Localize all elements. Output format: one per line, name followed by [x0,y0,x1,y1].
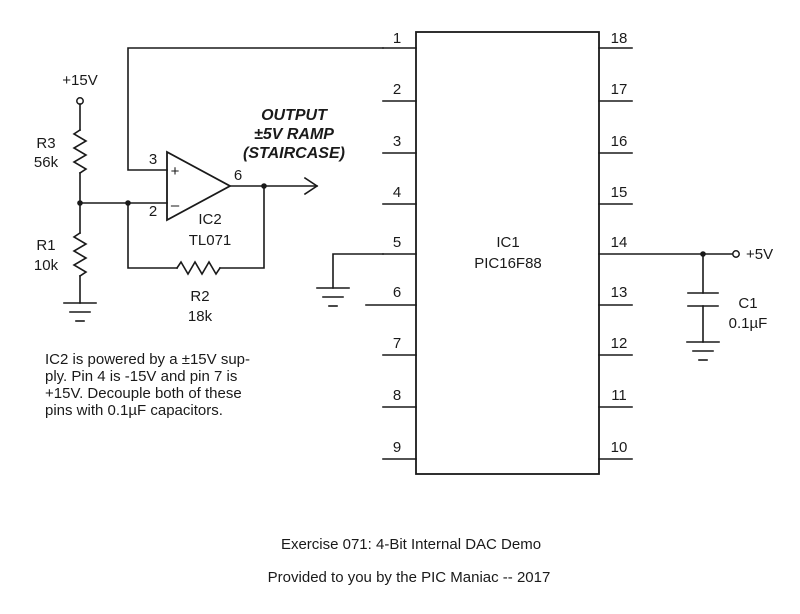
ic1-pin-9: 9 [393,439,401,456]
resistor-r2 [175,260,222,276]
power-note-line: IC2 is powered by a ±15V sup- [45,351,251,368]
output-label-line2: ±5V RAMP [254,126,334,143]
ground-symbol-c1 [686,341,720,361]
ic1-pin-10: 10 [611,439,628,456]
ic1-pin-11: 11 [611,387,627,404]
c1-value: 0.1µF [729,315,768,332]
ic1-pin-7: 7 [393,335,401,352]
power-note: IC2 is powered by a ±15V sup- ply. Pin 4… [45,351,315,419]
power-note-line: pins with 0.1µF capacitors. [45,402,223,419]
ic2-ref: IC2 [198,211,221,228]
r2-value: 18k [188,308,213,325]
wire-pin1-to-opamp-plus [127,47,384,171]
output-label-line1: OUTPUT [261,107,328,124]
supply-5v-terminal [732,250,740,258]
wire-pin5-ground [332,253,384,289]
ic1-pin-5: 5 [393,234,401,251]
caption-credit: Provided to you by the PIC Maniac -- 201… [268,569,551,586]
ic1-ref: IC1 [496,234,519,251]
supply-15v-label: +15V [62,72,97,89]
junction-dot [125,200,131,206]
ic1-right-pins [598,47,704,460]
ic1-pin-14: 14 [611,234,628,251]
ic1-part: PIC16F88 [474,255,542,272]
ic1-pin-1: 1 [393,30,401,47]
output-label-line3: (STAIRCASE) [243,145,345,162]
wire-feedback-right [219,185,265,269]
power-note-line: ply. Pin 4 is -15V and pin 7 is [45,368,238,385]
ic1-body [415,31,600,475]
opamp-pin-6: 6 [234,167,242,184]
supply-5v-label: +5V [746,246,773,263]
ic2-part: TL071 [189,232,232,249]
opamp-plus-sign: + [171,163,180,180]
wire-feedback-left [127,202,178,269]
r3-ref: R3 [36,135,55,152]
ic1-pin-16: 16 [611,133,628,150]
c1-ref: C1 [738,295,757,312]
opamp-pin-3: 3 [149,151,157,168]
ground-symbol-pin5 [316,287,350,307]
ic1-pin-13: 13 [611,284,628,301]
opamp-ic2-triangle [166,150,232,222]
opamp-pin-2: 2 [149,203,157,220]
ic1-pin-15: 15 [611,184,628,201]
resistor-r3 [72,128,88,175]
output-arrow [303,176,319,196]
caption-title: Exercise 071: 4-Bit Internal DAC Demo [281,536,541,553]
ic1-pin-6: 6 [393,284,401,301]
r3-value: 56k [34,154,59,171]
power-note-line: +15V. Decouple both of these [45,385,242,402]
ic1-pin-17: 17 [611,81,628,98]
ic1-pin-18: 18 [611,30,628,47]
ic1-pin-2: 2 [393,81,401,98]
ic1-pin-8: 8 [393,387,401,404]
r1-value: 10k [34,257,59,274]
resistor-r1 [72,231,88,278]
r1-ref: R1 [36,237,55,254]
r2-ref: R2 [190,288,209,305]
ic1-pin-3: 3 [393,133,401,150]
ic1-pin-4: 4 [393,184,401,201]
junction-dot [261,183,267,189]
ground-symbol-r1 [63,302,97,322]
opamp-minus-sign: – [171,197,180,214]
ic1-left-pins [365,47,417,460]
ic1-pin-12: 12 [611,335,628,352]
